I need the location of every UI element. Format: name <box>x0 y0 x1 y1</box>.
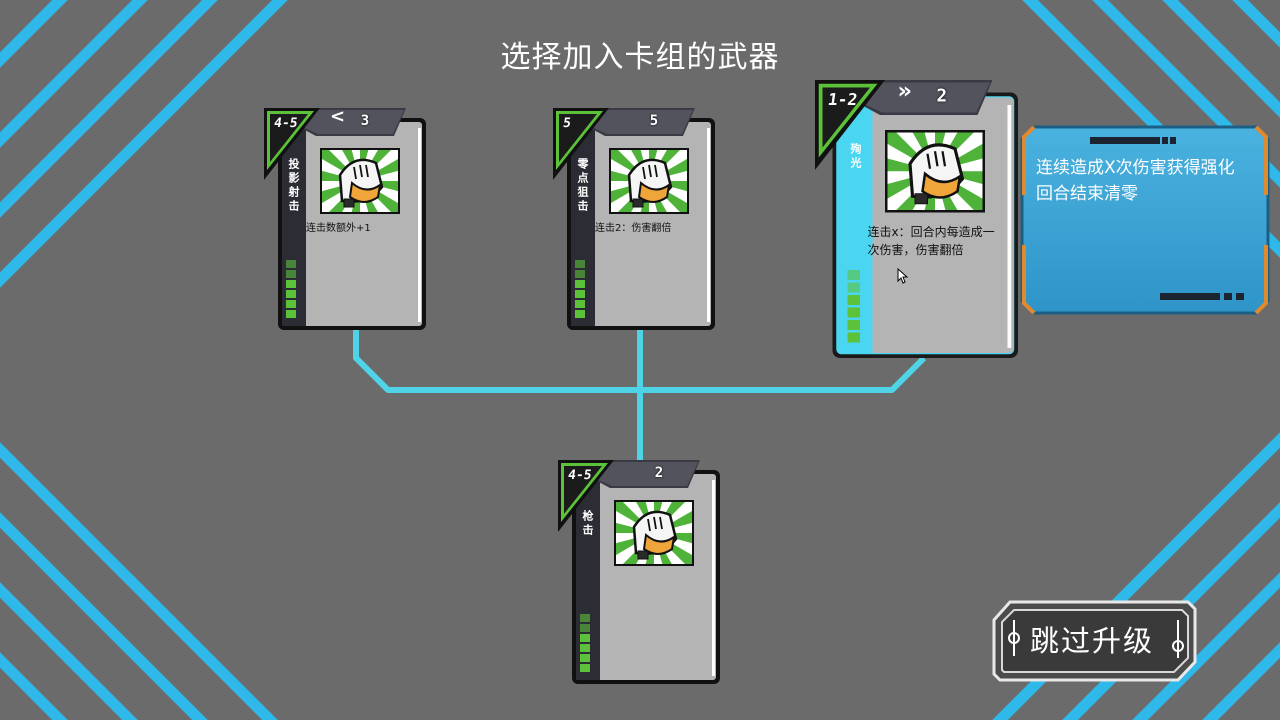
card-energy-icon: 2 <box>928 85 956 108</box>
weapon-card-gun-strike[interactable]: 4-5 2 枪击 <box>558 460 722 686</box>
card-description: 连击数额外+1 <box>306 223 371 234</box>
card-cost-label: 4-5 <box>566 468 593 483</box>
card-energy-icon: 5 <box>643 112 665 130</box>
card-cost-label: 4-5 <box>272 116 299 131</box>
card-energy-value: 2 <box>654 465 664 481</box>
card-direction-indicator: < <box>330 106 346 127</box>
card-name: 投影射击 <box>287 158 300 214</box>
card-energy-icon: 3 <box>354 112 376 130</box>
skip-button-frame <box>992 600 1197 682</box>
card-cost-label: 1-2 <box>826 90 859 109</box>
page-title: 选择加入卡组的武器 <box>500 40 780 75</box>
card-name: 枪击 <box>581 510 594 538</box>
tooltip-line-1: 连续造成X次伤害获得强化 <box>1036 158 1235 178</box>
helmet-icon <box>908 143 965 205</box>
mouse-cursor-icon <box>897 268 909 284</box>
card-direction-indicator: » <box>897 77 913 104</box>
skip-upgrade-button[interactable]: 跳过升级 <box>992 600 1197 682</box>
card-energy-value: 2 <box>935 86 947 107</box>
weapon-card-projection-shot[interactable]: 4-5 3 < 投影射击连击数额外+1 <box>264 106 428 332</box>
card-description: 连击x：回合内每造成一次伤害，伤害翻倍 <box>867 224 995 257</box>
card-description: 连击2：伤害翻倍 <box>595 223 672 234</box>
card-name: 殉光 <box>849 142 862 171</box>
weapon-card-martyr-light[interactable]: 1-2 2 » 殉光连击x：回合内每造成一次伤害，伤害翻倍 <box>815 77 1020 360</box>
tooltip-frame <box>1020 125 1270 315</box>
keyword-tooltip: 连续造成X次伤害获得强化 回合结束清零 <box>1020 125 1270 315</box>
helmet-icon <box>338 158 384 208</box>
card-energy-icon: 2 <box>648 464 670 482</box>
card-energy-value: 3 <box>360 113 370 129</box>
helmet-icon <box>627 158 673 208</box>
helmet-icon <box>632 510 678 560</box>
tooltip-text: 连续造成X次伤害获得强化 回合结束清零 <box>1036 155 1260 207</box>
skip-button-label: 跳过升级 <box>1030 624 1155 658</box>
card-name: 零点狙击 <box>576 158 589 214</box>
tooltip-line-2: 回合结束清零 <box>1036 184 1138 204</box>
card-energy-value: 5 <box>649 113 659 129</box>
